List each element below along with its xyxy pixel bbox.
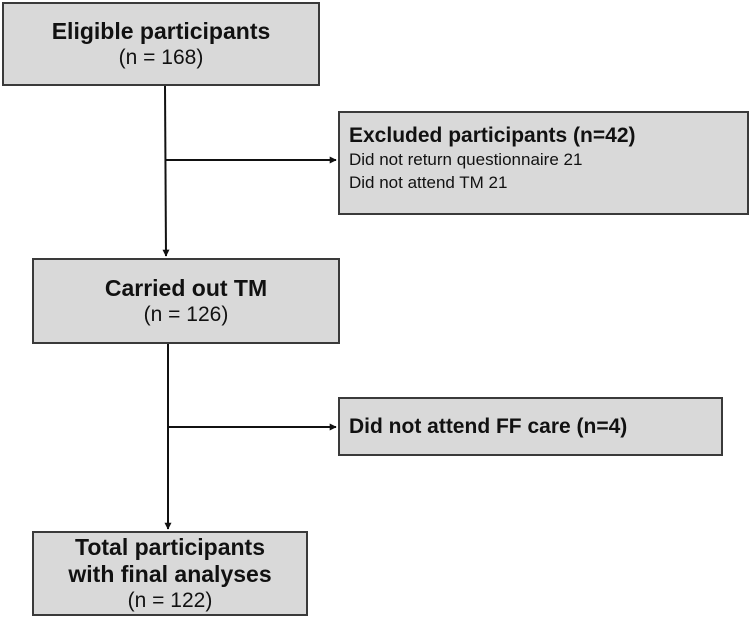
carried-out-tm-box: Carried out TM (n = 126) [32,258,340,344]
total-title-line2: with final analyses [68,561,272,587]
excluded-reason-tm: Did not attend TM 21 [349,173,508,192]
not-attend-ff-title: Did not attend FF care (n=4) [349,415,628,438]
total-count: (n = 122) [127,589,213,612]
total-title-line1: Total participants [75,534,265,560]
eligible-title: Eligible participants [51,18,271,44]
eligible-count: (n = 168) [118,46,204,69]
excluded-participants-box: Excluded participants (n=42) Did not ret… [338,111,749,215]
excluded-title: Excluded participants (n=42) [349,124,636,147]
not-attend-ff-box: Did not attend FF care (n=4) [338,397,723,456]
carried-out-count: (n = 126) [143,303,229,326]
eligible-participants-box: Eligible participants (n = 168) [2,2,320,86]
total-participants-box: Total participants with final analyses (… [32,531,308,616]
carried-out-title: Carried out TM [104,275,268,301]
arrow-eligible-to-carried [162,85,170,257]
excluded-reason-questionnaire: Did not return questionnaire 21 [349,150,583,169]
